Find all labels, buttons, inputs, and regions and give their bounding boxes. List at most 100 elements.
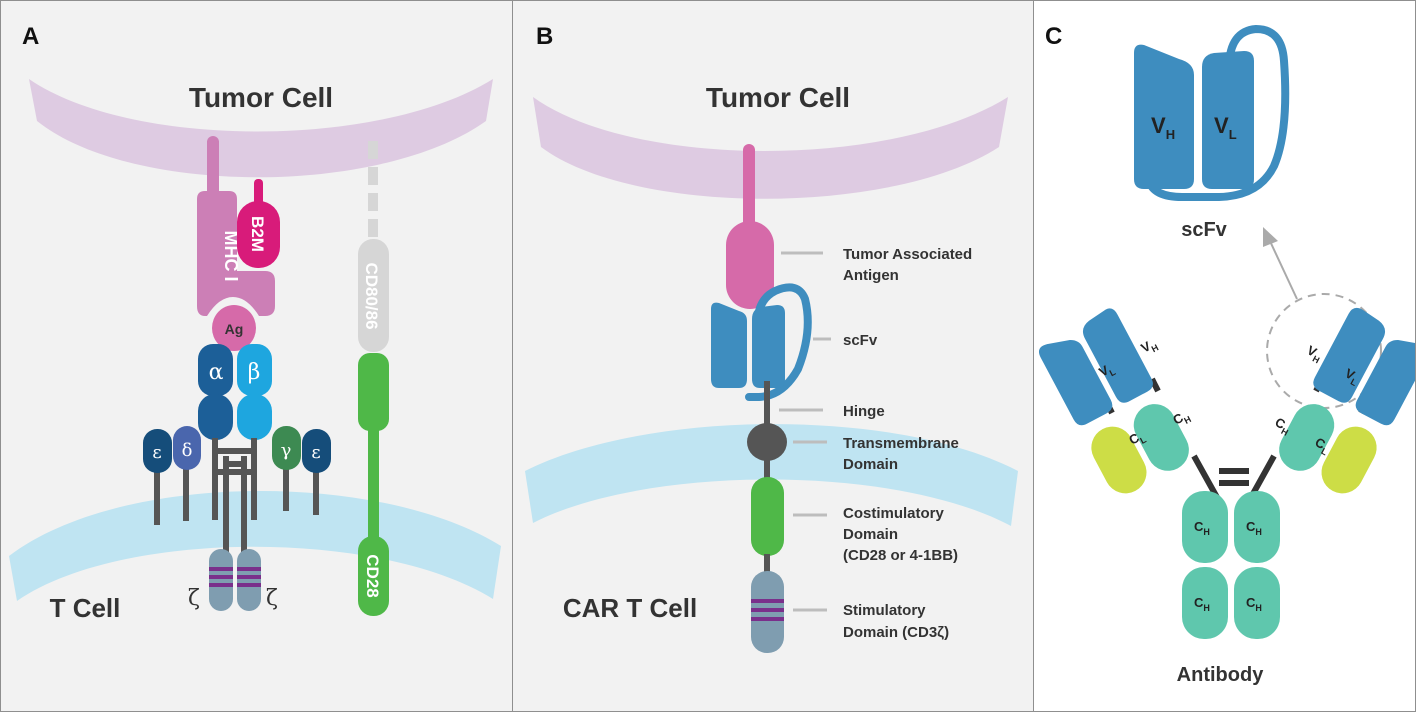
callout-transmembrane: Transmembrane [843,435,959,452]
callout-costimulatory-3: (CD28 or 4-1BB) [843,547,958,564]
panel-a-letter: A [22,23,39,50]
cd28-label: CD28 [363,554,382,597]
mhc-label: MHC I [221,231,241,282]
cd28-stalk [368,421,379,541]
scfv-vh-domain [711,302,747,388]
scfv-title: scFv [1181,219,1227,241]
transmembrane-domain [747,423,787,461]
svg-text:CH: CH [1271,414,1293,437]
antibody-title: Antibody [1177,664,1265,686]
b2m-body [237,201,280,268]
callout-tumor-associated-antigen-2: Antigen [843,267,899,284]
left-fab-arm [1039,308,1189,494]
callout-scfv: scFv [843,332,878,349]
left-ch1-domain [1133,404,1189,471]
cd3-epsilon-left [143,429,172,473]
scfv-vl-domain [1202,51,1254,189]
antigen-stalk [743,144,755,234]
epsilon-right-label: ε [311,442,320,463]
car-t-cell-membrane [525,424,1018,526]
callout-lines [779,251,831,612]
vl-label: VL [1214,113,1237,142]
zeta-chain-left [209,549,233,611]
hinge [764,381,770,431]
tm-to-costim-linker [764,459,770,484]
scfv-vh-domain [1134,44,1194,189]
cd80-body [358,239,389,352]
zeta-chain-right [237,549,261,611]
svg-text:CH: CH [1194,519,1210,537]
svg-text:VL: VL [1341,365,1362,388]
scfv-domain-labels: VH VL [1151,113,1237,142]
right-vh-domain [1313,307,1386,403]
callout-costimulatory: Costimulatory [843,505,945,522]
panel-b: Tumor Associated Antigen scFv Hinge Tran… [512,0,1034,712]
cd3-delta [173,426,201,470]
svg-text:CH: CH [1246,519,1262,537]
callout-tumor-associated-antigen: Tumor Associated [843,246,972,263]
car-diagram: Tumor Associated Antigen scFv Hinge Tran… [525,23,1018,653]
zoom-arrow-line [1268,238,1298,300]
zeta-itam-stripes [209,567,261,587]
alpha-label: α [209,360,224,385]
left-vh-domain [1082,308,1153,403]
left-cl-domain [1091,426,1147,494]
tcr-beta-bottom [237,394,272,440]
svg-text:CH: CH [1246,595,1262,613]
panel-a: MHC I B2M Ag α β ζ ζ ε δ γ ε CD80 [0,0,513,712]
epsilon-left-label: ε [152,442,161,463]
zoom-arrow-head [1263,227,1278,247]
cd3-epsilon-right-stalk [313,463,319,515]
stimulatory-itam-stripes [751,599,784,621]
left-vl-domain [1039,339,1113,426]
cd3-gamma [272,426,301,470]
cd3-epsilon-left-stalk [154,463,160,525]
right-cl-domain [1321,426,1377,494]
zeta-label-left: ζ [188,586,200,611]
callout-hinge: Hinge [843,403,885,420]
cd28-extracellular [358,353,389,431]
zeta-label-right: ζ [266,586,278,611]
panel-b-letter: B [536,23,553,50]
fc-ch3-left [1182,567,1228,639]
tumor-associated-antigen [726,221,774,309]
cd3-delta-stalk [183,463,189,521]
svg-text:CH: CH [1194,595,1210,613]
panel-b-car-t-cell-title: CAR T Cell [563,593,697,623]
right-ch1-domain [1279,404,1335,471]
svg-text:CL: CL [1311,434,1333,457]
tcr-diagram: MHC I B2M Ag α β ζ ζ ε δ γ ε CD80 [9,23,501,623]
costim-to-stim-linker [764,554,770,576]
antigen-label: Ag [225,321,244,337]
tcr-alpha-bottom [198,394,233,440]
mhc-stalk [207,136,219,206]
mhc-i-body [197,191,275,316]
cd80-label: CD80/86 [362,262,381,329]
panel-a-t-cell-title: T Cell [50,593,121,623]
panel-c-letter: C [1045,23,1062,50]
callout-costimulatory-2: Domain [843,526,898,543]
scfv-vl-domain [752,305,785,388]
svg-text:VH: VH [1138,335,1160,358]
callout-transmembrane-2: Domain [843,456,898,473]
panel-c: VH VL scFv VL VH CL C [1033,0,1416,712]
gamma-label: γ [281,440,292,461]
vh-label: VH [1151,113,1175,142]
tcr-alpha-top [198,344,233,396]
antigen-peptide [212,305,256,351]
right-vl-domain [1355,339,1415,426]
panel-b-tumor-cell-title: Tumor Cell [706,82,850,113]
fc-ch2-right [1234,491,1280,563]
antibody-diagram: VH VL scFv VL VH CL C [1039,23,1415,686]
costimulatory-domain [751,477,784,556]
b2m-label: B2M [248,216,267,252]
cd3-epsilon-right [302,429,331,473]
delta-label: δ [182,440,193,461]
callout-stimulatory: Stimulatory [843,602,926,619]
scfv-linker-loop [745,283,812,401]
beta-label: β [248,360,261,385]
tumor-cell-membrane [533,97,1008,199]
fc-ch3-right [1234,567,1280,639]
cd3-gamma-stalk [283,463,289,511]
tcr-transmembrane-stalks [212,438,257,556]
